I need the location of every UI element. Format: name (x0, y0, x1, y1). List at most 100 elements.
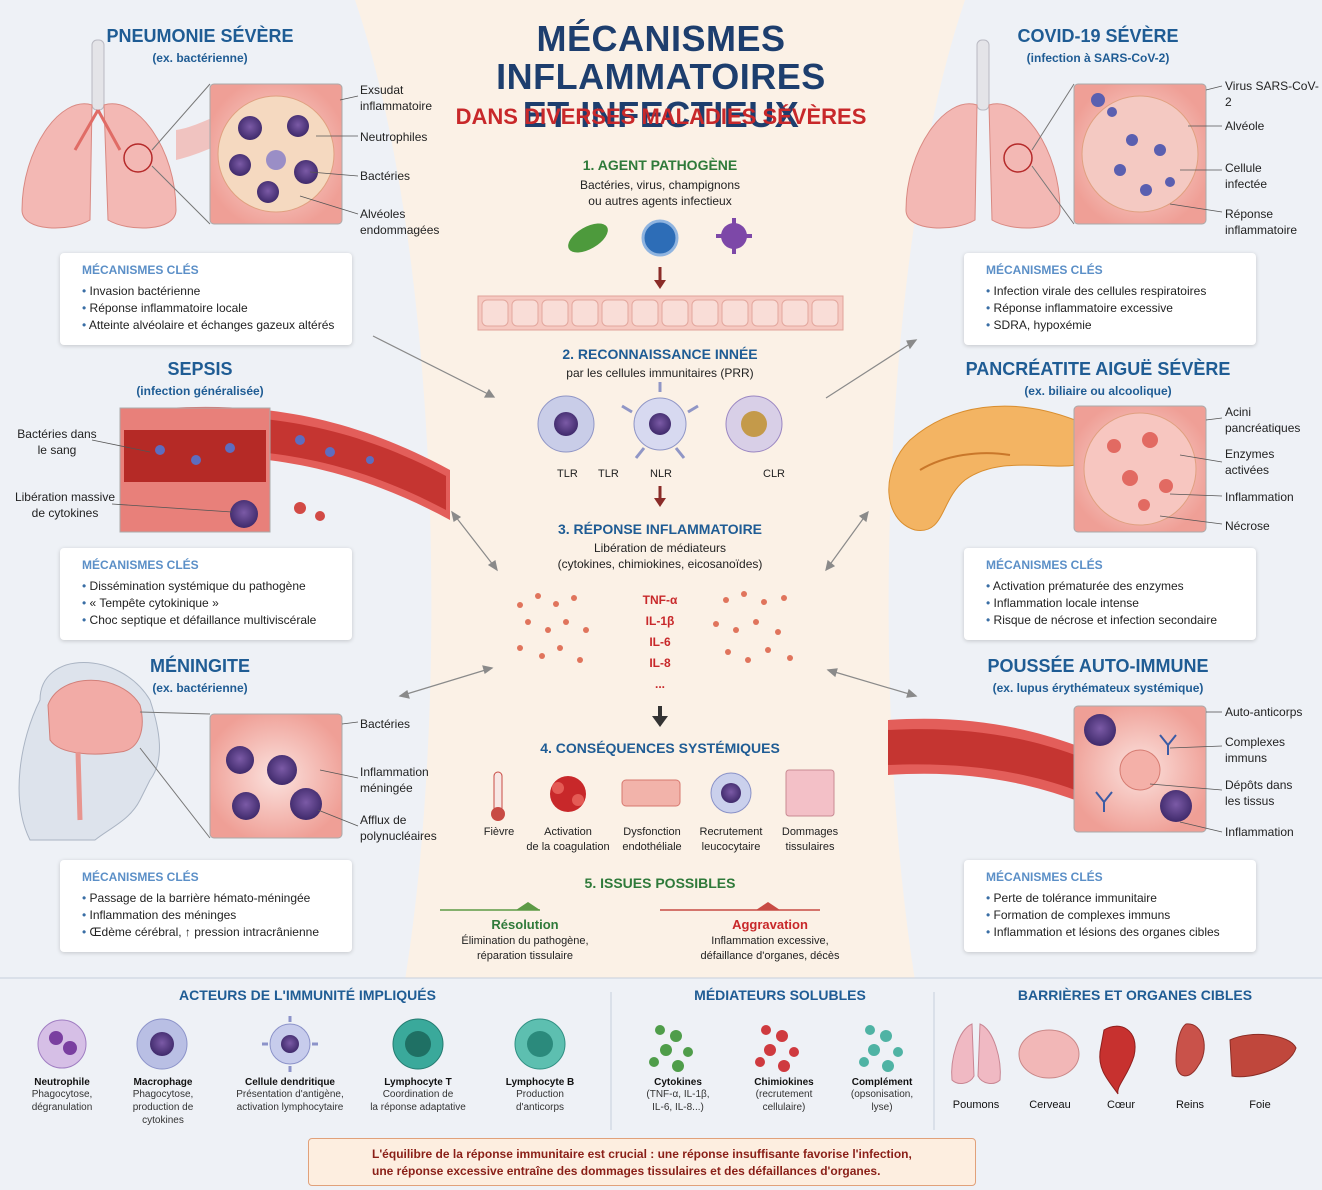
meningitis-label: Bactéries (360, 717, 411, 731)
meningitis-heading: MÉNINGITE (ex. bactérienne) (70, 656, 330, 695)
organ-label: Cerveau (1029, 1099, 1071, 1111)
covid-label: Réponse inflammatoire (1225, 207, 1298, 237)
autoimmune-label: Auto-anticorps (1225, 705, 1303, 719)
outcome-aggravation: Aggravation Inflammation excessive, défa… (670, 917, 870, 964)
warning-line: une réponse excessive entraîne des domma… (372, 1164, 881, 1178)
step-3: 3. RÉPONSE INFLAMMATOIRE Libération de m… (490, 521, 830, 572)
consequence-label: Dysfonction (623, 826, 681, 838)
organs-heading: BARRIÈRES ET ORGANES CIBLES (1017, 987, 1253, 1003)
consequence-label: Recrutement (699, 826, 763, 838)
pneumonia-subtitle: (ex. bactérienne) (152, 51, 248, 65)
organ-icons (951, 1023, 1297, 1095)
outcome-desc: réparation tissulaire (477, 950, 573, 962)
covid-mechanisms-box: MÉCANISMES CLÉS Infection virale des cel… (964, 253, 1256, 345)
actor-icons (37, 1016, 566, 1072)
consequence-label: Activation (544, 826, 592, 838)
mechanism-item: Passage de la barrière hémato-méningée (82, 890, 338, 907)
mechanism-item: Dissémination systémique du pathogène (82, 578, 338, 595)
step-3-desc: Libération de médiateurs (593, 541, 727, 555)
step-3-title: 3. RÉPONSE INFLAMMATOIRE (557, 521, 763, 537)
autoimmune-label: Inflammation (1225, 825, 1294, 839)
mechanism-item: Inflammation locale intense (986, 595, 1242, 612)
pancreatitis-label: Inflammation (1225, 490, 1294, 504)
actor-name: Lymphocyte B (505, 1077, 575, 1088)
mediator-desc: lyse) (871, 1102, 893, 1113)
cytokine-item: TNF-α (642, 593, 678, 607)
actor-desc: Phagocytose, (132, 1089, 194, 1100)
mediator-desc: cellulaire) (762, 1102, 806, 1113)
pancreatitis-mechanisms-box: MÉCANISMES CLÉS Activation prématurée de… (964, 548, 1256, 640)
arrow-down-3 (652, 706, 668, 727)
pneumonia-label: Bactéries (360, 169, 411, 183)
mediator-desc: (TNF-α, IL-1β, (646, 1089, 710, 1100)
title-line-2: ET INFECTIEUX (522, 94, 800, 135)
autoimmune-label: Dépôts dans les tissus (1225, 778, 1293, 808)
mechanism-item: SDRA, hypoxémie (986, 317, 1242, 334)
step-3-desc: (cytokines, chimiokines, eicosanoïdes) (557, 557, 763, 571)
step-1-desc: Bactéries, virus, champignons (579, 178, 741, 192)
step-2-title: 2. RECONNAISSANCE INNÉE (562, 346, 758, 362)
actor-desc: activation lymphocytaire (236, 1102, 344, 1113)
autoimmune-vessel-illustration (888, 705, 1207, 833)
consequence-label: leucocytaire (701, 841, 761, 853)
receptor-label: TLR (557, 468, 578, 480)
covid-title: COVID-19 SÉVÈRE (1017, 26, 1179, 46)
actor-desc: d'anticorps (515, 1102, 565, 1113)
connector-arrows (372, 335, 918, 699)
meningitis-title: MÉNINGITE (149, 656, 250, 676)
outcome-desc: Inflammation excessive, (711, 935, 829, 947)
autoimmune-label: Complexes immuns (1225, 735, 1286, 765)
step-5-title: 5. ISSUES POSSIBLES (584, 875, 736, 891)
autoimmune-subtitle: (ex. lupus érythémateux systémique) (992, 681, 1204, 695)
mediators-heading: MÉDIATEURS SOLUBLES (694, 987, 866, 1003)
actor-name: Cellule dendritique (244, 1077, 335, 1088)
meningitis-head-illustration (18, 662, 343, 841)
mechanism-item: Activation prématurée des enzymes (986, 578, 1242, 595)
title-line-1: MÉCANISMES INFLAMMATOIRES (496, 18, 826, 97)
immune-cells-prr (537, 382, 783, 459)
mediator-desc: (recrutement (755, 1089, 813, 1100)
mechanism-item: Inflammation des méninges (82, 907, 338, 924)
consequence-item: Activation de la coagulation (518, 825, 618, 855)
autoimmune-mechanisms-box: MÉCANISMES CLÉS Perte de tolérance immun… (964, 860, 1256, 952)
sepsis-subtitle: (infection généralisée) (136, 384, 264, 398)
page-subtitle: DANS DIVERSES MALADIES SÉVÈRES (455, 104, 867, 129)
meningitis-subtitle: (ex. bactérienne) (152, 681, 248, 695)
sepsis-vessel-illustration (119, 406, 450, 533)
actor-desc: production de (132, 1102, 194, 1113)
mediator-cytokines: Cytokines (TNF-α, IL-1β, IL-6, IL-8...) (618, 1077, 738, 1114)
actor-desc: cytokines (142, 1115, 184, 1126)
receptor-label: NLR (650, 468, 673, 480)
consequence-icons (491, 769, 835, 821)
pancreas-illustration (888, 405, 1207, 533)
autoimmune-title: POUSSÉE AUTO-IMMUNE (987, 656, 1209, 676)
pneumonia-title: PNEUMONIE SÉVÈRE (106, 26, 294, 46)
consequence-item: Dommages tissulaires (760, 825, 860, 855)
actor-dendritic-cell: Cellule dendritique Présentation d'antig… (230, 1077, 350, 1114)
mechanism-item: Risque de nécrose et infection secondair… (986, 612, 1242, 629)
mediator-name: Cytokines (654, 1077, 702, 1088)
consequence-label: de la coagulation (526, 841, 610, 853)
mechanism-item: Réponse inflammatoire locale (82, 300, 338, 317)
mechanisms-title: MÉCANISMES CLÉS (82, 558, 199, 572)
actor-desc: Phagocytose, (31, 1089, 93, 1100)
warning-box (308, 1138, 976, 1186)
mechanisms-title: MÉCANISMES CLÉS (82, 263, 199, 277)
step-2-desc: par les cellules immunitaires (PRR) (566, 366, 754, 380)
covid-heading: COVID-19 SÉVÈRE (infection à SARS-CoV-2) (968, 26, 1228, 65)
step-1-title: 1. AGENT PATHOGÈNE (582, 157, 738, 173)
actor-name: Neutrophile (34, 1077, 90, 1088)
meningitis-label: Afflux de polynucléaires (360, 813, 437, 843)
actor-desc: Coordination de (382, 1089, 454, 1100)
sepsis-heading: SEPSIS (infection généralisée) (70, 359, 330, 398)
covid-subtitle: (infection à SARS-CoV-2) (1026, 51, 1170, 65)
warning-text: L'équilibre de la réponse immunitaire es… (372, 1146, 912, 1180)
actor-desc: la réponse adaptative (370, 1102, 466, 1113)
mechanisms-title: MÉCANISMES CLÉS (986, 870, 1103, 884)
step-2: 2. RECONNAISSANCE INNÉE par les cellules… (490, 346, 830, 381)
pneumonia-heading: PNEUMONIE SÉVÈRE (ex. bactérienne) (70, 26, 330, 65)
pancreatitis-label: Acini pancréatiques (1225, 405, 1301, 435)
pneumonia-mechanisms-box: MÉCANISMES CLÉS Invasion bactérienne Rép… (60, 253, 352, 345)
consequence-item: Fièvre (449, 825, 549, 840)
